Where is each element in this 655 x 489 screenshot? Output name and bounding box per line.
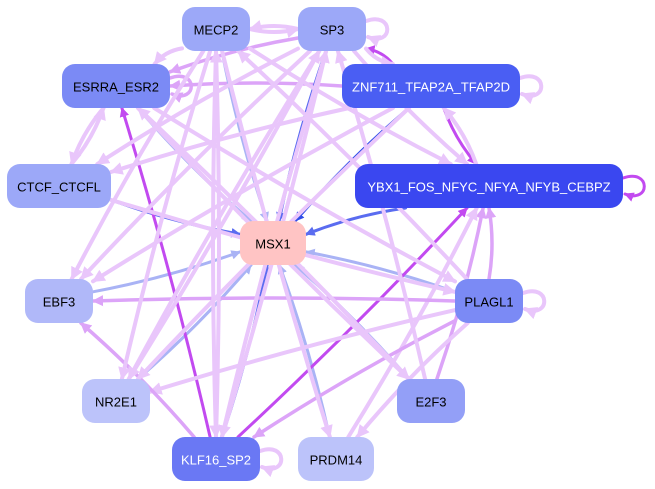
- node-label: EBF3: [43, 295, 76, 310]
- edge-klf16_sp2-to-esrra_esr2: [119, 106, 212, 439]
- edge-sp3-to-nr2e1: [126, 49, 322, 381]
- node-label: SP3: [320, 23, 345, 38]
- edge-plagl1-to-mecp2: [236, 49, 469, 281]
- node-label: MSX1: [255, 237, 290, 252]
- edge-sp3-to-sp3: [364, 17, 390, 48]
- node-box: [397, 379, 465, 423]
- edge-znf711_tfap2a_tfap2d-to-ebf3: [91, 106, 395, 284]
- edge-sp3-to-esrra_esr2: [168, 36, 300, 74]
- node-box: [25, 279, 93, 323]
- edge-esrra_esr2-to-plagl1: [152, 106, 457, 284]
- node-sp3[interactable]: SP3: [298, 7, 366, 51]
- node-esrra-esr2[interactable]: ESRRA_ESR2: [62, 64, 170, 108]
- edge-plagl1-to-klf16_sp2: [252, 318, 457, 439]
- node-label: MECP2: [194, 23, 239, 38]
- node-box: [240, 221, 306, 265]
- edge-klf16_sp2-to-mecp2: [209, 49, 223, 439]
- node-label: ZNF711_TFAP2A_TFAP2D: [352, 80, 510, 95]
- edge-prdm14-to-ybx1_fos_nfyc_nfya_nfyb_cebpz: [346, 206, 479, 439]
- edge-znf711_tfap2a_tfap2d-to-ctcf_ctcfl: [109, 106, 352, 175]
- node-label: KLF16_SP2: [181, 453, 251, 468]
- edge-ybx1_fos_nfyc_nfya_nfyb_cebpz-to-ybx1_fos_nfyc_nfya_nfyb_cebpz: [621, 174, 646, 202]
- node-box: [298, 7, 366, 51]
- edge-mecp2-to-klf16_sp2: [209, 49, 223, 439]
- edge-nr2e1-to-sp3: [126, 49, 322, 381]
- node-box: [172, 437, 260, 481]
- node-box: [62, 64, 170, 108]
- node-label: PLAGL1: [464, 295, 513, 310]
- node-znf711-tfap2a-tfap2d[interactable]: ZNF711_TFAP2A_TFAP2D: [342, 64, 520, 108]
- edge-sp3-to-znf711_tfap2a_tfap2d: [364, 46, 395, 69]
- node-klf16-sp2[interactable]: KLF16_SP2: [172, 437, 260, 481]
- node-box: [82, 379, 150, 423]
- node-ctcf-ctcfl[interactable]: CTCF_CTCFL: [7, 164, 111, 208]
- node-label: YBX1_FOS_NFYC_NFYA_NFYB_CEBPZ: [367, 180, 610, 195]
- node-plagl1[interactable]: PLAGL1: [455, 279, 523, 323]
- node-box: [182, 7, 250, 51]
- node-box: [7, 164, 111, 208]
- node-ebf3[interactable]: EBF3: [25, 279, 93, 323]
- edge-ybx1_fos_nfyc_nfya_nfyb_cebpz-to-msx1: [304, 206, 408, 236]
- edge-sp3-to-mecp2: [248, 19, 300, 33]
- edge-plagl1-to-ebf3: [91, 295, 457, 307]
- node-nr2e1[interactable]: NR2E1: [82, 379, 150, 423]
- node-label: PRDM14: [310, 453, 363, 468]
- edge-ebf3-to-msx1: [91, 250, 242, 294]
- node-ybx1-fos-nfyc-nfya-nfyb-cebpz[interactable]: YBX1_FOS_NFYC_NFYA_NFYB_CEBPZ: [355, 164, 623, 208]
- edge-klf16_sp2-to-klf16_sp2: [258, 447, 284, 478]
- edge-ybx1_fos_nfyc_nfya_nfyb_cebpz-to-znf711_tfap2a_tfap2d: [441, 106, 479, 166]
- node-label: NR2E1: [95, 395, 137, 410]
- node-label: E2F3: [415, 395, 446, 410]
- edge-plagl1-to-ybx1_fos_nfyc_nfya_nfyb_cebpz: [485, 206, 497, 281]
- edge-plagl1-to-plagl1: [521, 289, 547, 320]
- node-prdm14[interactable]: PRDM14: [298, 437, 374, 481]
- node-box: [298, 437, 374, 481]
- node-box: [342, 64, 520, 108]
- node-box: [455, 279, 523, 323]
- node-mecp2[interactable]: MECP2: [182, 7, 250, 51]
- node-box: [355, 164, 623, 208]
- node-label: CTCF_CTCFL: [17, 180, 101, 195]
- node-e2f3[interactable]: E2F3: [397, 379, 465, 423]
- edge-ctcf_ctcfl-to-esrra_esr2: [69, 106, 106, 166]
- node-label: ESRRA_ESR2: [73, 80, 159, 95]
- edge-mecp2-to-esrra_esr2: [152, 46, 184, 66]
- edge-znf711_tfap2a_tfap2d-to-esrra_esr2: [168, 79, 344, 91]
- node-msx1[interactable]: MSX1: [240, 221, 306, 265]
- edge-znf711_tfap2a_tfap2d-to-znf711_tfap2a_tfap2d: [518, 74, 544, 105]
